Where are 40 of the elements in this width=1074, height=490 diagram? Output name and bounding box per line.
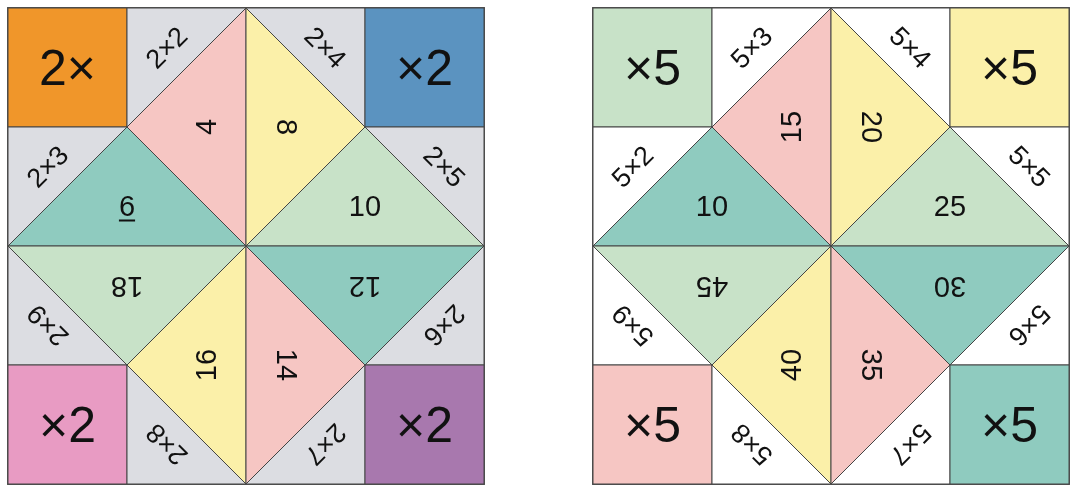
multiplication-fact: 2×4 [299,21,352,74]
product-number: 6 [118,191,136,221]
product-number: 18 [110,271,144,301]
multiplication-fact: 2×9 [21,299,74,352]
product-number: 10 [695,191,729,221]
corner-label: ×5 [624,42,681,93]
multiplication-fact: 5×8 [725,418,778,471]
product-number: 45 [695,271,729,301]
product-number: 4 [191,118,221,136]
multiplication-fact: 5×5 [1003,140,1056,193]
multiplication-fact: 5×2 [606,140,659,193]
corner-label: 2× [39,42,96,93]
corner-label: ×5 [981,42,1038,93]
multiplication-fact: 2×6 [418,299,471,352]
product-number: 8 [271,118,301,136]
multiplication-fact: 2×7 [299,418,352,471]
product-number: 25 [933,191,967,221]
product-number: 16 [191,348,221,382]
multiplication-fact: 2×5 [418,140,471,193]
product-number: 20 [856,110,886,144]
corner-label: ×5 [981,399,1038,450]
multiplication-fact: 2×2 [140,21,193,74]
corner-label: ×5 [624,399,681,450]
corner-label: ×2 [396,42,453,93]
product-number: 12 [348,271,382,301]
product-number: 14 [271,348,301,382]
multiplication-fact: 5×3 [725,21,778,74]
multiplication-fact: 5×4 [884,21,937,74]
product-number: 30 [933,271,967,301]
product-number: 40 [776,348,806,382]
product-number: 35 [856,348,886,382]
multiplication-fact: 2×8 [140,418,193,471]
corner-label: ×2 [39,399,96,450]
multiplication-fact: 2×3 [21,140,74,193]
product-number: 15 [776,110,806,144]
corner-label: ×2 [396,399,453,450]
multiplication-fact: 5×7 [884,418,937,471]
multiplication-fact: 5×6 [1003,299,1056,352]
multiplication-fact: 5×9 [606,299,659,352]
product-number: 10 [348,191,382,221]
